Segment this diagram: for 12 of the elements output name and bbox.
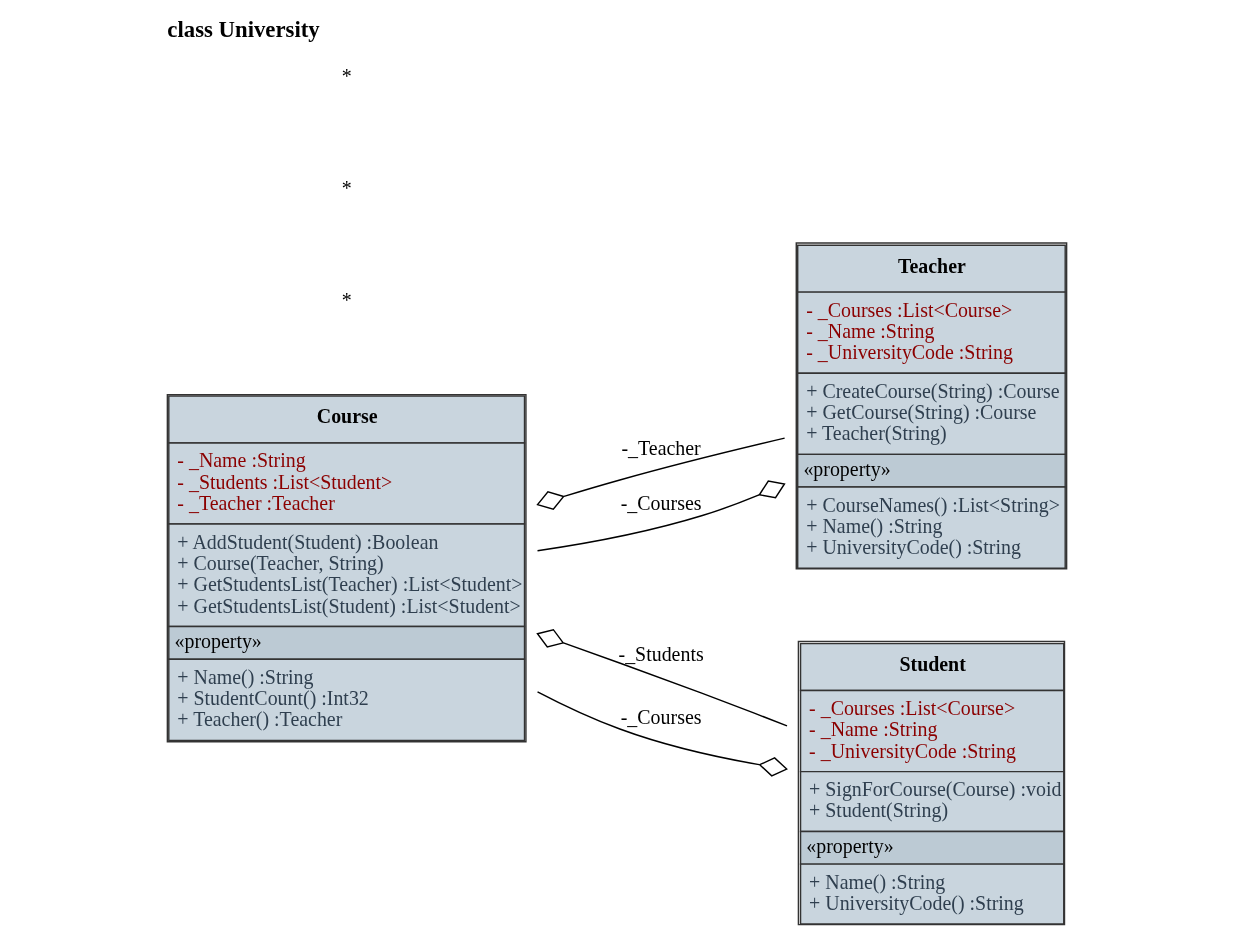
edge-label: -_Students	[618, 642, 704, 665]
diagram-title: class University	[167, 16, 320, 42]
label: *	[341, 64, 352, 87]
connector	[536, 436, 786, 510]
connector	[536, 690, 788, 777]
label: *	[341, 288, 352, 311]
edge-label: -_Teacher	[621, 436, 701, 459]
label: *	[341, 176, 352, 199]
connector	[536, 479, 786, 551]
edge-label: -_Courses	[620, 705, 702, 728]
edge-label: -_Courses	[620, 491, 702, 514]
connector	[536, 628, 788, 727]
